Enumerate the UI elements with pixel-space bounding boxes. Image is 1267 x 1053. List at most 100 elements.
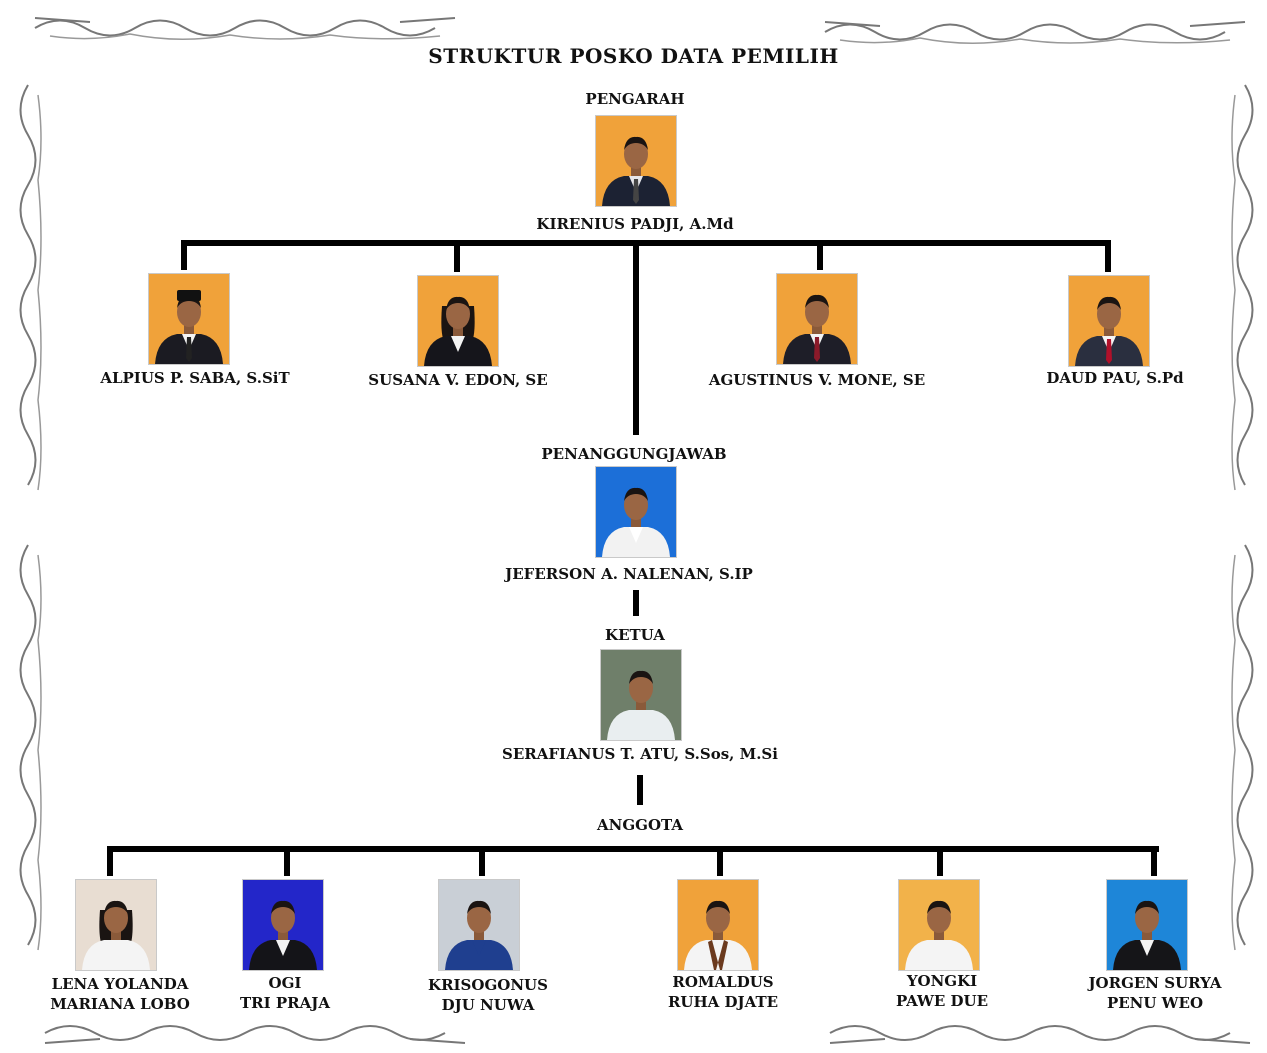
name-member-2: SUSANA V. EDON, SE xyxy=(368,371,548,389)
name-penanggungjawab: JEFERSON A. NALENAN, S.IP xyxy=(505,565,753,583)
connector-drop-1 xyxy=(181,240,187,270)
name-anggota-3-line2: DJU NUWA xyxy=(441,996,535,1014)
connector-drop-3 xyxy=(817,240,823,270)
portrait-illustration xyxy=(678,880,758,970)
photo-anggota-6 xyxy=(1107,880,1187,970)
name-anggota-6-line2: PENU WEO xyxy=(1106,994,1204,1012)
hair-top xyxy=(446,296,470,310)
name-ketua: SERAFIANUS T. ATU, S.Sos, M.Si xyxy=(502,745,778,763)
tie xyxy=(186,337,192,362)
face xyxy=(467,903,491,933)
hair-top xyxy=(927,900,951,914)
connector-anggota-drop-4 xyxy=(717,846,723,876)
face xyxy=(706,903,730,933)
photo-anggota-5 xyxy=(899,880,979,970)
face xyxy=(805,297,829,327)
name-anggota-1-line2: MARIANA LOBO xyxy=(50,995,190,1013)
name-member-4: DAUD PAU, S.Pd xyxy=(1046,369,1184,387)
collar xyxy=(634,710,648,726)
collar xyxy=(711,940,725,956)
connector-pengarah-bar xyxy=(181,240,1111,246)
portrait-illustration xyxy=(601,650,681,740)
ornament-right-lower xyxy=(1231,544,1254,951)
face xyxy=(1097,299,1121,329)
portrait-illustration xyxy=(149,274,229,364)
face xyxy=(177,297,201,327)
connector-anggota-drop-1 xyxy=(107,846,113,876)
name-member-1: ALPIUS P. SABA, S.SiT xyxy=(100,369,290,387)
hair-top xyxy=(629,670,653,684)
hair-top xyxy=(104,900,128,914)
collar xyxy=(629,527,643,543)
role-pengarah: PENGARAH xyxy=(585,90,685,108)
tie xyxy=(814,337,820,362)
portrait-illustration xyxy=(1069,276,1149,366)
connector-anggota-bar xyxy=(107,846,1159,852)
collar xyxy=(451,336,465,352)
connector-anggota-drop-2 xyxy=(284,846,290,876)
photo-member-3 xyxy=(777,274,857,364)
scarf xyxy=(708,940,728,970)
photo-pengarah xyxy=(596,116,676,206)
hair-top xyxy=(805,294,829,308)
collar xyxy=(276,940,290,956)
connector-anggota-drop-5 xyxy=(937,846,943,876)
hair-top xyxy=(624,487,648,501)
ornament-top-right xyxy=(824,21,1246,45)
name-anggota-4-line1: ROMALDUS xyxy=(672,973,774,991)
portrait-illustration xyxy=(243,880,323,970)
face xyxy=(629,673,653,703)
portrait-illustration xyxy=(899,880,979,970)
photo-anggota-4 xyxy=(678,880,758,970)
hat xyxy=(177,290,201,301)
name-anggota-2-line1: OGI xyxy=(268,974,302,992)
name-anggota-1-line1: LENA YOLANDA xyxy=(51,975,189,993)
connector-anggota-drop-3 xyxy=(479,846,485,876)
photo-anggota-3 xyxy=(439,880,519,970)
photo-member-2 xyxy=(418,276,498,366)
face xyxy=(927,903,951,933)
collar xyxy=(932,940,946,956)
portrait-illustration xyxy=(777,274,857,364)
portrait-illustration xyxy=(439,880,519,970)
face xyxy=(446,299,470,329)
role-anggota: ANGGOTA xyxy=(596,816,683,834)
hair-top xyxy=(624,136,648,150)
ornament-left-lower xyxy=(19,544,42,951)
connector-ketua-anggota xyxy=(637,775,643,805)
role-penanggungjawab: PENANGGUNGJAWAB xyxy=(541,445,727,463)
connector-drop-4 xyxy=(1105,240,1111,272)
portrait-illustration xyxy=(596,116,676,206)
photo-member-4 xyxy=(1069,276,1149,366)
collar xyxy=(472,940,486,956)
portrait-illustration xyxy=(596,467,676,557)
photo-member-1 xyxy=(149,274,229,364)
photo-penanggungjawab xyxy=(596,467,676,557)
face xyxy=(271,903,295,933)
tie xyxy=(1106,339,1112,364)
connector-penanggungjawab-ketua xyxy=(633,590,639,616)
photo-ketua xyxy=(601,650,681,740)
ornament-left-upper xyxy=(19,84,42,491)
portrait-illustration xyxy=(1107,880,1187,970)
face xyxy=(1135,903,1159,933)
collar xyxy=(109,940,123,956)
face xyxy=(104,903,128,933)
name-anggota-2-line2: TRI PRAJA xyxy=(240,994,330,1012)
collar xyxy=(1140,940,1154,956)
tie xyxy=(633,179,639,204)
name-anggota-5-line2: PAWE DUE xyxy=(895,992,989,1010)
hair-top xyxy=(1135,900,1159,914)
name-anggota-3-line1: KRISOGONUS xyxy=(428,976,548,994)
ornament-bottom-left xyxy=(44,1025,466,1044)
hair-top xyxy=(271,900,295,914)
name-anggota-4-line2: RUHA DJATE xyxy=(667,993,779,1011)
connector-main-trunk xyxy=(633,243,639,435)
name-member-3: AGUSTINUS V. MONE, SE xyxy=(708,371,926,389)
chart-title: STRUKTUR POSKO DATA PEMILIH xyxy=(428,44,839,68)
ornament-bottom-right xyxy=(829,1025,1251,1044)
face xyxy=(624,139,648,169)
connector-anggota-drop-6 xyxy=(1151,846,1157,876)
hair-top xyxy=(1097,296,1121,310)
portrait-illustration xyxy=(418,276,498,366)
